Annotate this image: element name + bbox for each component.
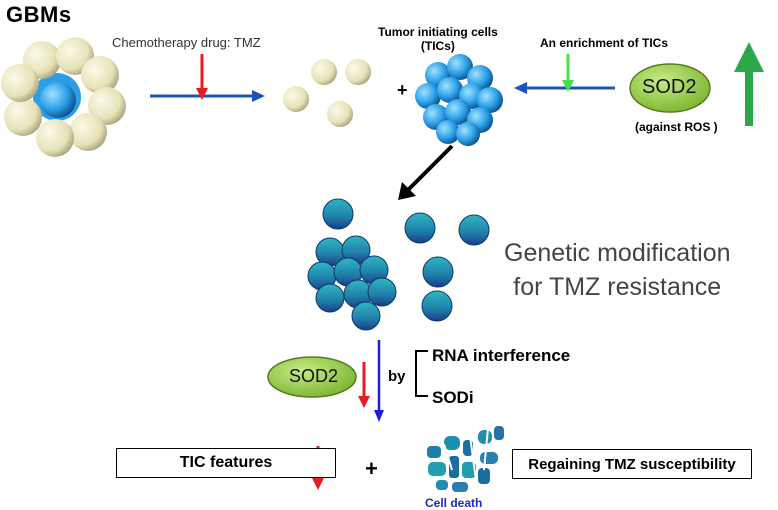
tic-label-line2: (TICs) bbox=[420, 39, 455, 53]
tmz-red-arrow bbox=[196, 54, 208, 100]
surviving-cells bbox=[283, 59, 371, 127]
transition-arrow bbox=[398, 144, 454, 200]
regaining-susceptibility-box: Regaining TMZ susceptibility bbox=[512, 449, 752, 479]
tic-features-label: TIC features bbox=[179, 454, 273, 471]
genetic-line2: for TMZ resistance bbox=[513, 273, 722, 301]
plus-sign-bottom: + bbox=[365, 456, 378, 481]
sod2-downregulation-arrow bbox=[358, 362, 370, 408]
chemotherapy-label: Chemotherapy drug: TMZ bbox=[112, 35, 261, 50]
plus-sign-top: + bbox=[397, 80, 408, 100]
sod2-upregulation-arrow bbox=[734, 42, 764, 126]
by-label: by bbox=[388, 368, 406, 385]
sod2-ellipse-middle bbox=[267, 356, 357, 398]
enrichment-label: An enrichment of TICs bbox=[540, 36, 669, 50]
regaining-susceptibility-label: Regaining TMZ susceptibility bbox=[528, 455, 736, 473]
tic-cluster bbox=[415, 54, 503, 146]
tic-label-line1: Tumor initiating cells bbox=[378, 25, 498, 39]
method-sodi: SODi bbox=[432, 388, 474, 407]
genetic-modification-label: Genetic modification for TMZ resistance bbox=[504, 236, 731, 304]
intervention-arrow bbox=[374, 340, 384, 422]
against-ros-label: (against ROS ) bbox=[635, 120, 718, 134]
sod2-label-top: SOD2 bbox=[642, 76, 697, 98]
cell-death-label: Cell death bbox=[425, 496, 483, 510]
sod2-ellipse-top bbox=[629, 63, 711, 113]
sod2-label-middle: SOD2 bbox=[289, 366, 339, 386]
diagram-title: GBMs bbox=[6, 2, 72, 27]
modified-cell-cluster bbox=[307, 198, 490, 331]
method-bracket bbox=[415, 350, 428, 397]
tic-label: Tumor initiating cells (TICs) bbox=[378, 25, 498, 53]
method-rna-interference: RNA interference bbox=[432, 346, 571, 365]
tmz-treatment-arrow bbox=[150, 90, 265, 102]
gbm-cell-cluster bbox=[1, 37, 126, 157]
genetic-line1: Genetic modification bbox=[504, 239, 731, 267]
enrichment-green-arrow bbox=[562, 54, 574, 92]
cell-death-icon bbox=[427, 426, 504, 492]
tic-features-box: TIC features bbox=[116, 448, 336, 478]
